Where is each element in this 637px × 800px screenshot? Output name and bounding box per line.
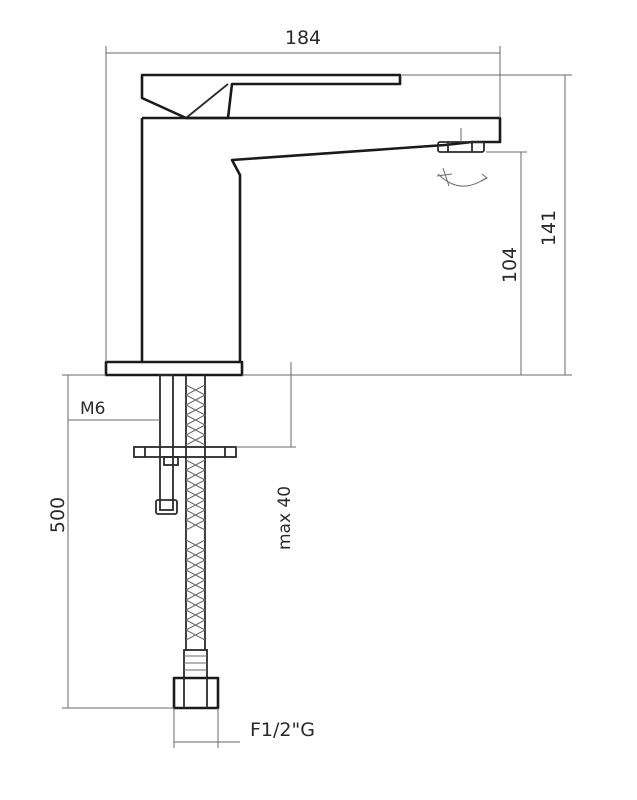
mounting-washer [133,446,237,466]
lever-handle [140,73,402,120]
dim-max-thickness: max 40 [236,362,296,550]
spout [142,116,502,362]
dim-max-thickness-label: max 40 [275,486,295,550]
base-plate [104,360,244,377]
dim-connection-label: F1/2"G [250,719,315,741]
aerator [437,128,485,153]
dim-width: 184 [105,27,501,362]
dim-total-height: 141 [242,74,572,376]
dim-stud-thread-label: M6 [80,399,105,419]
dim-spout-height-label: 104 [499,247,521,283]
dim-width-label: 184 [285,27,321,49]
rotation-arrow-icon [436,167,488,187]
dim-hose-length: 500 [47,374,174,709]
faucet-body [104,73,502,377]
dim-stud-thread: M6 [68,399,160,421]
dim-total-height-label: 141 [538,210,560,246]
dim-connection: F1/2"G [173,708,315,748]
dim-hose-length-label: 500 [47,497,69,533]
dim-spout-height: 104 [486,151,527,375]
flexible-hose [172,375,220,710]
mounting-stud [155,374,178,515]
